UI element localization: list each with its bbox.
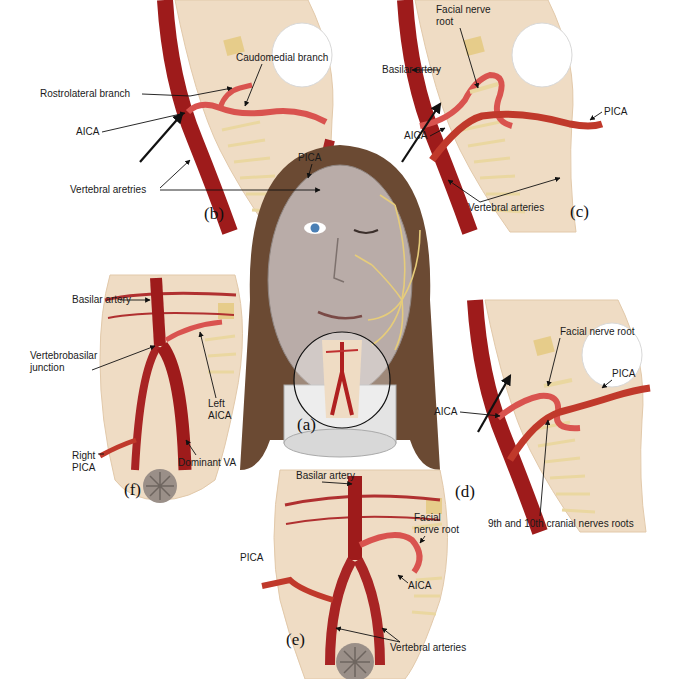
anatomy-label: 9th and 10th cranial nerves roots xyxy=(488,518,634,530)
anatomy-label: AICA xyxy=(434,406,457,418)
anatomy-label: Right PICA xyxy=(72,450,104,474)
panel-letter: (d) xyxy=(455,482,475,501)
anatomy-label: Basilar artery xyxy=(382,64,441,76)
panel-letter: (f) xyxy=(124,480,141,499)
anatomy-label: AICA xyxy=(76,126,99,138)
anatomy-label: AICA xyxy=(404,130,427,142)
anatomy-label: PICA xyxy=(240,552,263,564)
anatomy-label: Basilar artery xyxy=(72,294,131,306)
anatomy-label: Vertebral arteries xyxy=(468,202,544,214)
anatomy-label: Facial nerve root xyxy=(560,326,634,338)
anatomy-label: AICA xyxy=(408,580,431,592)
anatomy-label: Rostrolateral branch xyxy=(40,88,130,100)
anatomy-label: Facial nerve root xyxy=(414,512,464,536)
anatomy-label: Vertebral aretries xyxy=(70,184,146,196)
panel-letter: (b) xyxy=(204,204,224,223)
panel-letter: (a) xyxy=(297,415,316,434)
anatomy-label: Basilar artery xyxy=(296,470,355,482)
anatomy-label: Left AICA xyxy=(208,398,244,422)
anatomy-label: Facial nerve root xyxy=(436,4,498,28)
panel-letter: (e) xyxy=(286,630,305,649)
anatomy-label: PICA xyxy=(612,368,635,380)
anatomy-label: PICA xyxy=(298,152,321,164)
anatomy-label: Vertebral arteries xyxy=(390,642,466,654)
anatomy-label: PICA xyxy=(604,106,627,118)
anatomy-label: Caudomedial branch xyxy=(236,52,328,64)
panel-letter: (c) xyxy=(570,202,589,221)
anatomy-label: Dominant VA xyxy=(178,457,236,469)
anatomy-label: Vertebrobasilar junction xyxy=(30,350,110,374)
